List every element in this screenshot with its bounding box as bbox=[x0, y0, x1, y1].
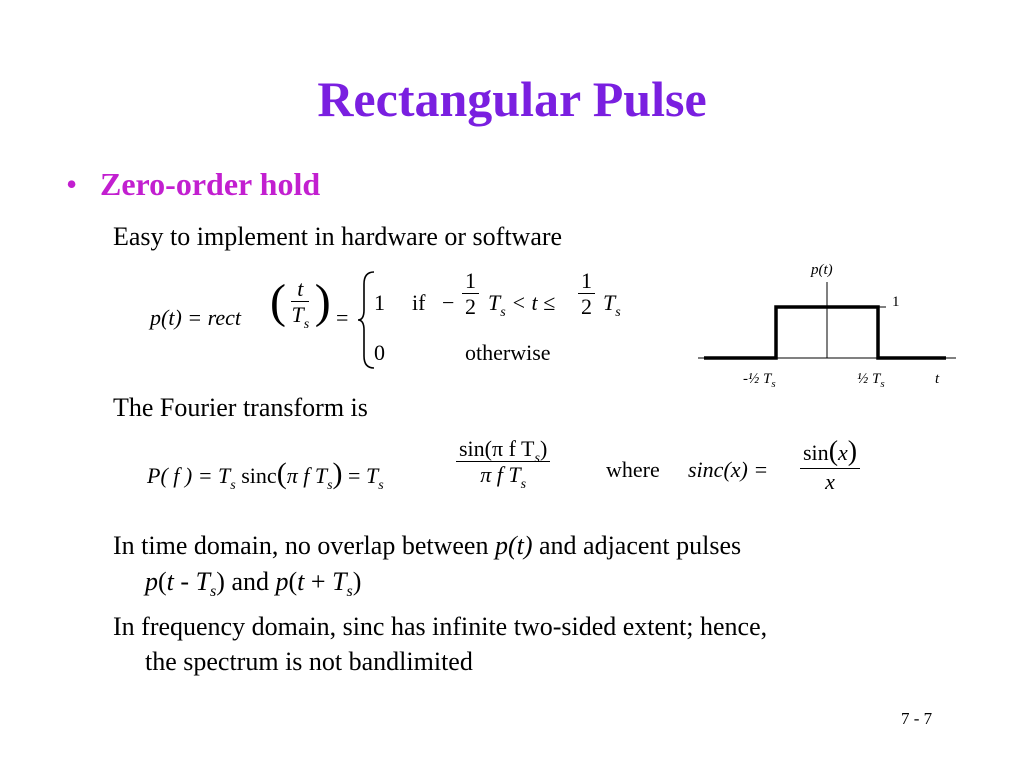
eq2-sinx-arg: x bbox=[838, 440, 848, 465]
eq2-arg-sub: s bbox=[327, 478, 333, 493]
eq2-where: where bbox=[606, 457, 660, 482]
eq2-lhs-text: P( f ) = T bbox=[147, 463, 231, 488]
eq2-lhs: P( f ) = Ts sinc(π f Ts) = Ts bbox=[147, 457, 384, 493]
equation-rect-arg: ( t Ts ) bbox=[270, 274, 331, 332]
eq2-num-sub: s bbox=[534, 451, 540, 466]
eq2-arg: π f T bbox=[286, 463, 328, 488]
eq2-den-sub: s bbox=[520, 477, 527, 493]
case2-value: 0 bbox=[374, 340, 385, 365]
and-text: and bbox=[224, 567, 276, 596]
case1-T-left: T bbox=[488, 290, 501, 315]
graph-right-tick: ½ Ts bbox=[857, 371, 885, 390]
half-num-right: 1 bbox=[578, 268, 595, 295]
case1-sub-right: s bbox=[615, 305, 621, 320]
text-line-frequency-domain: In frequency domain, sinc has infinite t… bbox=[113, 612, 768, 641]
half-den-right: 2 bbox=[581, 294, 592, 320]
pulse-waveform bbox=[704, 305, 946, 360]
eq1-den: T bbox=[291, 302, 304, 328]
eq1-num: t bbox=[297, 276, 304, 301]
right-tick-sub: s bbox=[880, 378, 885, 390]
text-line-bandlimited: the spectrum is not bandlimited bbox=[145, 647, 473, 676]
text-line-adjacent: p(t - Ts) and p(t + Ts) bbox=[145, 567, 362, 600]
case2-text: otherwise bbox=[465, 340, 551, 365]
half-num-left: 1 bbox=[462, 268, 479, 295]
eq2-sinc-fraction: sin(x) x bbox=[800, 436, 861, 495]
time-domain-text-b: and adjacent pulses bbox=[532, 531, 742, 560]
eq2-sinx: sin bbox=[803, 440, 829, 465]
case1-value: 1 bbox=[374, 290, 385, 315]
eq2-fraction: sin(π f Ts) π f Ts bbox=[456, 436, 551, 492]
time-domain-text-a: In time domain, no overlap between bbox=[113, 531, 495, 560]
eq2-T: T bbox=[365, 463, 379, 488]
eq2-sinc-def: sinc(x) = bbox=[688, 457, 769, 482]
equation-rect-lhs: p(t) = rect bbox=[150, 305, 241, 331]
eq2-sinc: sinc bbox=[241, 463, 277, 488]
bullet-marker: • bbox=[66, 166, 78, 202]
case1-T-right: Ts bbox=[603, 290, 621, 320]
left-paren: ( bbox=[270, 274, 286, 328]
bullet-heading: Zero-order hold bbox=[100, 166, 321, 202]
graph-left-tick: -½ Ts bbox=[743, 371, 776, 390]
eq1-lhs: p(t) = rect bbox=[150, 305, 241, 330]
eq2-sin-num: sin(π f T bbox=[459, 436, 535, 461]
case1-condition: Ts < t ≤ bbox=[488, 290, 556, 320]
text-line-implement: Easy to implement in hardware or softwar… bbox=[113, 222, 563, 251]
graph-ylabel: p(t) bbox=[811, 262, 833, 278]
text-line-fourier: The Fourier transform is bbox=[113, 393, 368, 422]
p-of-t: p(t) bbox=[494, 531, 533, 560]
pulse-graph bbox=[698, 282, 956, 360]
case1-half-left: 1 2 bbox=[462, 268, 479, 320]
eq2-lhs-sub: s bbox=[230, 478, 236, 493]
case1-if: if bbox=[412, 290, 426, 315]
half-den-left: 2 bbox=[465, 294, 476, 320]
left-brace-icon bbox=[357, 271, 375, 369]
eq1-equals: = bbox=[336, 305, 349, 330]
case1-T-right-letter: T bbox=[603, 290, 616, 315]
case1-half-right: 1 2 bbox=[578, 268, 595, 320]
page-number: 7 - 7 bbox=[901, 709, 933, 728]
eq2-sinc-den: x bbox=[825, 469, 835, 495]
eq2-T-sub: s bbox=[378, 478, 384, 493]
left-tick-text: -½ T bbox=[743, 371, 772, 387]
text-line-time-domain: In time domain, no overlap between p(t) … bbox=[113, 531, 741, 561]
case1-minus: − bbox=[442, 290, 455, 315]
eq2-den: π f T bbox=[480, 462, 521, 488]
right-tick-text: ½ T bbox=[857, 371, 881, 387]
case1-mid: < t ≤ bbox=[511, 290, 556, 315]
slide-title: Rectangular Pulse bbox=[317, 71, 707, 127]
eq1-den-sub: s bbox=[303, 317, 310, 333]
left-tick-sub: s bbox=[771, 378, 776, 390]
right-paren: ) bbox=[314, 274, 331, 328]
case1-sub-left: s bbox=[500, 305, 506, 320]
graph-level-label: 1 bbox=[892, 294, 900, 310]
frac-t-over-Ts: t Ts bbox=[291, 276, 310, 332]
graph-xlabel: t bbox=[935, 371, 940, 387]
